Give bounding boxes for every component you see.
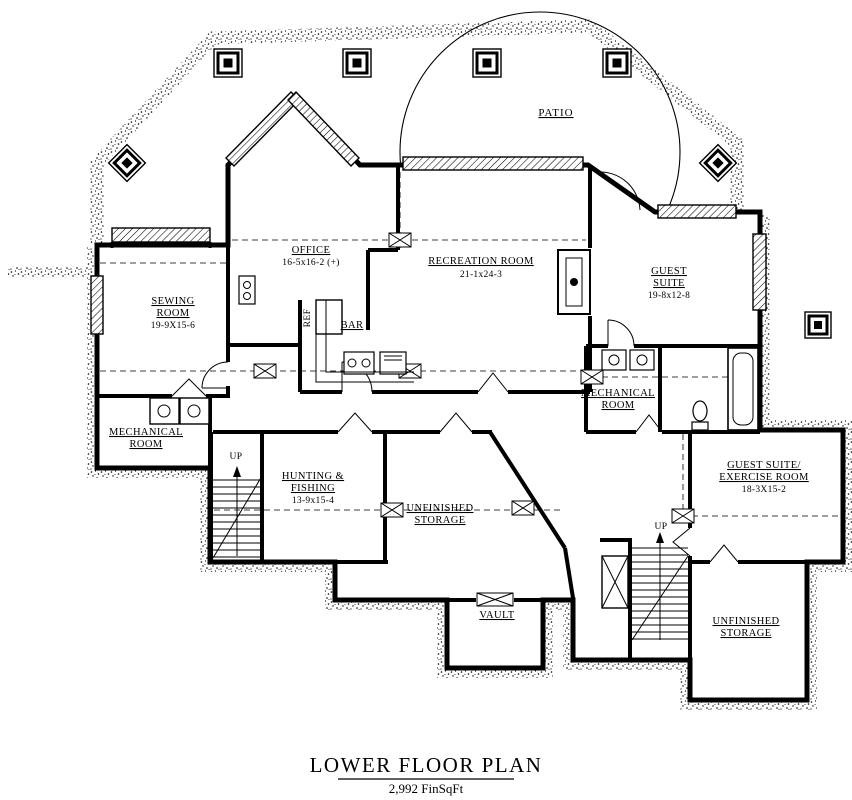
window-band [90,90,767,335]
utility-fixture-symbol [238,275,256,305]
stairs-right [601,532,689,641]
room-label-guest-suite-line2: SUITE [653,278,685,289]
room-label-recreation: RECREATION ROOM [428,256,534,267]
interior-walls [97,165,807,660]
bar-sink-symbol [343,351,375,375]
room-label-mech-left-line1: MECHANICAL [109,427,183,438]
room-label-sewing-line1: SEWING [151,296,194,307]
room-dims-sewing: 19-9X15-6 [151,321,195,331]
room-dims-recreation: 21-1x24-3 [460,270,502,280]
room-label-patio: PATIO [538,107,573,119]
room-label-mech-right-line1: MECHANICAL [581,388,655,399]
stairs-left-up-label: UP [230,452,243,462]
dishwasher-symbol [379,351,407,375]
plan-area: 2,992 FinSqFt [389,781,464,796]
room-label-storage-center-line1: UNFINISHED [407,503,474,514]
room-label-office: OFFICE [292,245,331,256]
room-dims-hunting: 13-9x15-4 [292,496,334,506]
room-label-guest-exercise-line2: EXERCISE ROOM [719,472,809,483]
room-label-hunting-line1: HUNTING & [282,471,344,482]
room-label-guest-suite-line1: GUEST [651,266,687,277]
patio-column-post [213,48,243,78]
room-label-bar: BAR [341,320,364,331]
vault-door [476,592,514,607]
patio-column-post [472,48,502,78]
bathtub-symbol [727,347,759,431]
stairs-right-up-label: UP [655,522,668,532]
fridge-label: REF [303,309,313,328]
door-chevron [171,372,739,563]
patio-column-post-diamond [107,143,147,183]
vanity-sink-symbol [601,349,655,371]
room-label-sewing-line2: ROOM [156,308,189,319]
room-label-storage-right-line1: UNFINISHED [713,616,780,627]
room-label-vault: VAULT [479,610,514,621]
patio-column-post [602,48,632,78]
room-label-storage-center-line2: STORAGE [414,515,465,526]
room-label-guest-exercise-line1: GUEST SUITE/ [727,460,801,471]
toilet-symbol [691,400,709,431]
plan-title: LOWER FLOOR PLAN [310,753,543,777]
room-label-mech-left-line2: ROOM [129,439,162,450]
beam-post-markers [253,232,695,524]
room-dims-guest-suite: 19-8x12-8 [648,291,690,301]
patio-deck-band [90,19,744,245]
patio-column-post [342,48,372,78]
room-dims-guest-exercise: 18-3X15-2 [742,485,786,495]
laundry-sink-symbol [149,397,210,425]
fireplace-symbol [557,249,591,315]
room-label-storage-right-line2: STORAGE [720,628,771,639]
room-dims-office: 16-5x16-2 (+) [282,257,340,268]
stairs-left [212,466,263,559]
room-label-mech-right-line2: ROOM [601,400,634,411]
refrigerator-box [315,299,343,335]
room-label-hunting-line2: FISHING [291,483,335,494]
bar-counter [315,300,414,383]
patio-column-post-diamond [698,143,738,183]
side-column-post [804,311,832,339]
